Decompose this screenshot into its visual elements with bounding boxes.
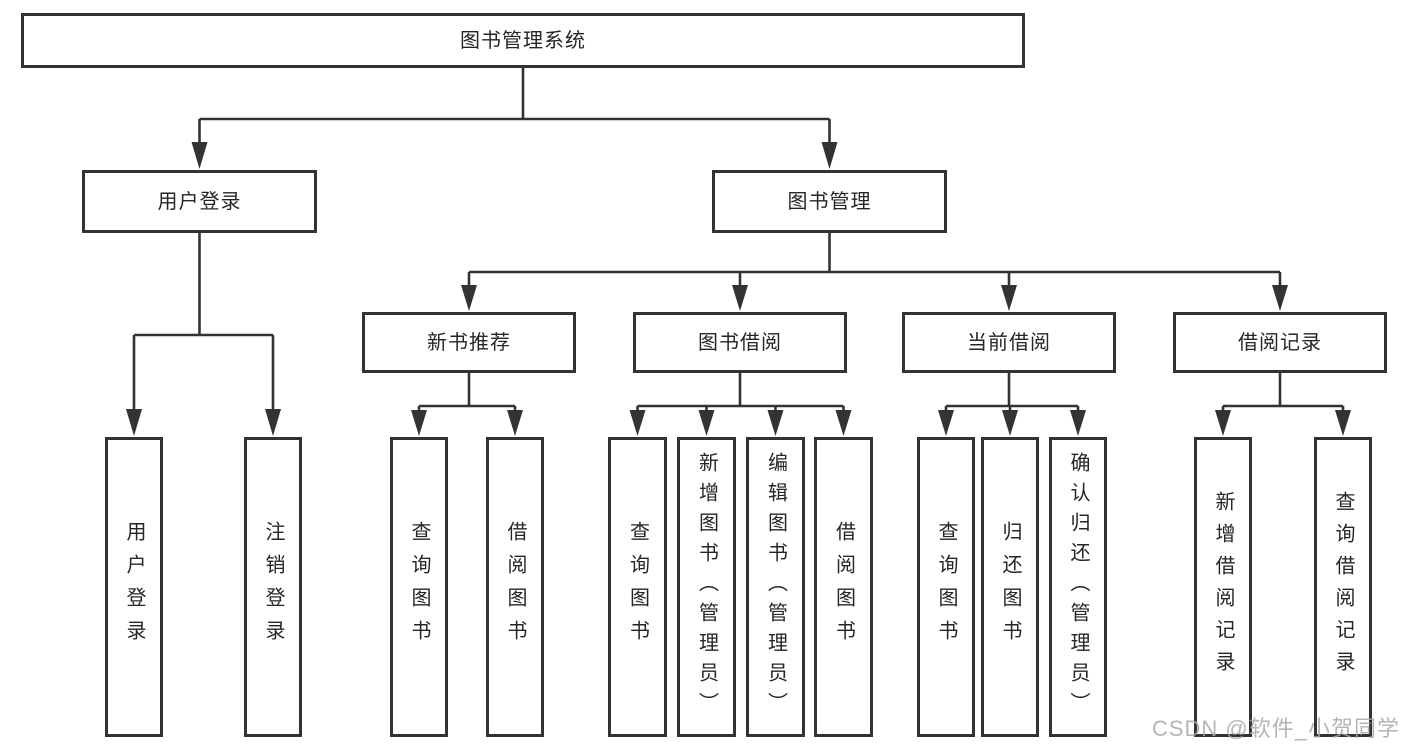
node-label: 查询图书 [408, 521, 430, 653]
node-label: 查询图书 [935, 521, 957, 653]
node-label: 借阅图书 [832, 521, 855, 653]
node-user-login: 用户登录 [82, 170, 317, 233]
leaf-logout: 注销登录 [244, 437, 302, 737]
node-label: 编辑图书（管理员） [764, 452, 787, 722]
node-new-book-recommend: 新书推荐 [362, 312, 576, 373]
node-label: 图书借阅 [698, 331, 782, 354]
node-book-management: 图书管理 [712, 170, 947, 233]
node-label: 借阅图书 [504, 521, 526, 653]
node-label: 图书管理 [787, 190, 872, 213]
leaf-borrow-books: 借阅图书 [814, 437, 873, 737]
leaf-borrow-books: 借阅图书 [486, 437, 544, 737]
node-borrow-records: 借阅记录 [1173, 312, 1387, 373]
node-label: 新增图书（管理员） [695, 452, 718, 722]
node-label: 新书推荐 [427, 331, 511, 354]
arrowhead-icons [126, 142, 1351, 436]
node-label: 查询图书 [626, 521, 649, 653]
leaf-query-books: 查询图书 [608, 437, 667, 737]
node-label: 新增借阅记录 [1212, 491, 1234, 683]
leaf-add-borrow-record: 新增借阅记录 [1194, 437, 1252, 737]
node-label: 确认归还（管理员） [1067, 452, 1089, 722]
leaf-query-borrow-record: 查询借阅记录 [1314, 437, 1372, 737]
node-library-management-system: 图书管理系统 [21, 13, 1025, 68]
node-label: 归还图书 [999, 521, 1021, 653]
node-book-borrow: 图书借阅 [633, 312, 847, 373]
node-label: 查询借阅记录 [1332, 491, 1354, 683]
leaf-add-books-admin: 新增图书（管理员） [677, 437, 736, 737]
node-label: 借阅记录 [1238, 331, 1322, 354]
leaf-edit-books-admin: 编辑图书（管理员） [746, 437, 805, 737]
node-label: 当前借阅 [967, 331, 1051, 354]
node-label: 用户登录 [157, 190, 242, 213]
node-current-borrow: 当前借阅 [902, 312, 1116, 373]
node-label: 注销登录 [262, 521, 284, 653]
leaf-return-books: 归还图书 [981, 437, 1039, 737]
node-label: 图书管理系统 [460, 29, 586, 52]
leaf-query-books: 查询图书 [390, 437, 448, 737]
leaf-user-login: 用户登录 [105, 437, 163, 737]
leaf-confirm-return-admin: 确认归还（管理员） [1049, 437, 1107, 737]
node-label: 用户登录 [123, 521, 145, 653]
leaf-query-books: 查询图书 [917, 437, 975, 737]
